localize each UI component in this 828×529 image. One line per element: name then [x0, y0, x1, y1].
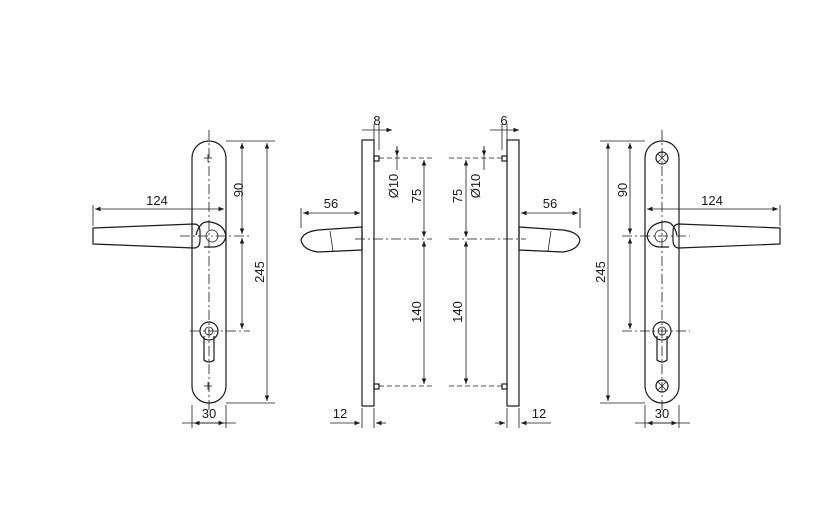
lever-handle-front-left	[92, 221, 227, 249]
backplate-side-left	[361, 139, 375, 407]
screw-icon	[204, 154, 212, 390]
dim-plate-length-right: 245	[593, 261, 608, 283]
dim-plate-depth-right: 12	[532, 406, 546, 421]
dim-spindle-to-bottom-right: 140	[450, 301, 465, 323]
dim-plate-width-right: 30	[655, 406, 669, 421]
dim-thickness-top-right: 6	[500, 113, 507, 128]
dim-spindle-to-top-left: 90	[231, 183, 246, 197]
dim-hole-to-spindle-left: 75	[409, 189, 424, 203]
dim-spindle-to-bottom-left: 140	[409, 301, 424, 323]
dim-lever-length-left: 124	[146, 193, 168, 208]
lever-handle-front-right	[646, 221, 781, 249]
side-view-left: 8 Ø10 75 140 56 12	[300, 113, 432, 428]
front-view-left: 124 90 245 30	[92, 130, 275, 428]
dim-thickness-top-left: 8	[373, 113, 380, 128]
dim-spindle-to-top-right: 90	[615, 183, 630, 197]
dim-plate-depth-left: 12	[333, 406, 347, 421]
dim-lever-length-right: 124	[701, 193, 723, 208]
backplate-side-right	[506, 139, 520, 407]
dim-hole-to-spindle-right: 75	[450, 189, 465, 203]
lever-side-right	[518, 226, 581, 253]
dim-plate-width-left: 30	[202, 406, 216, 421]
dim-hole-diameter-right: Ø10	[468, 174, 483, 199]
lever-side-left	[300, 226, 363, 253]
dim-hole-diameter-left: Ø10	[386, 174, 401, 199]
dim-plate-length-left: 245	[252, 261, 267, 283]
dim-lever-projection-left: 56	[324, 196, 338, 211]
dim-lever-projection-right: 56	[543, 196, 557, 211]
side-view-right: 6 Ø10 75 140 56 12	[449, 113, 581, 428]
front-view-right: 124 90 245 30	[593, 130, 781, 428]
